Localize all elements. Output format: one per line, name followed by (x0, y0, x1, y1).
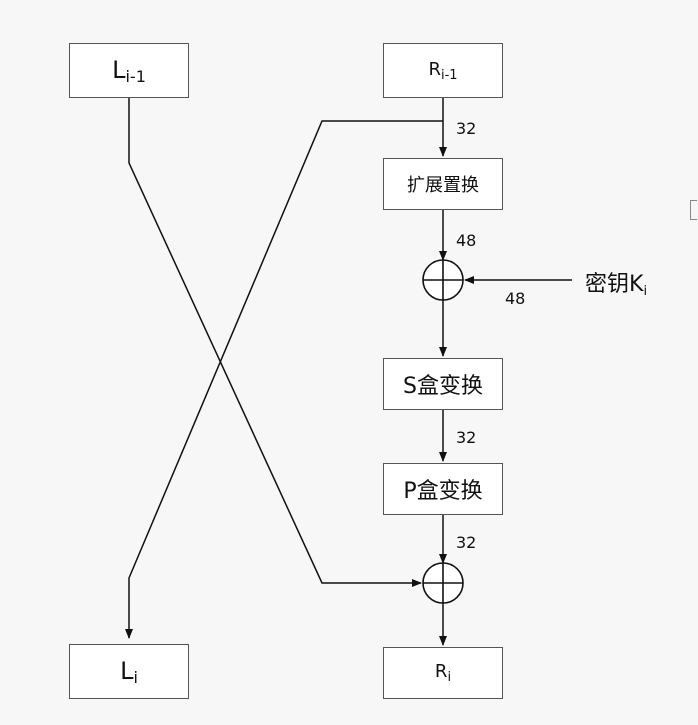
r-new-sub: i (447, 670, 452, 685)
bit-label-r-to-expansion: 32 (456, 119, 477, 138)
key-base: 密钥K (585, 272, 644, 297)
bit-label-sbox-to-pbox: 32 (456, 428, 477, 447)
key-label: 密钥Ki (585, 266, 647, 299)
bit-label-pbox-to-xor: 32 (456, 533, 477, 552)
expansion-label: 扩展置换 (407, 175, 479, 196)
l-new-sub: i (133, 667, 138, 687)
box-l-new: Li (69, 644, 189, 699)
xor-symbol-upper (422, 259, 464, 301)
sbox-label: S盒变换 (403, 374, 483, 399)
box-pbox: P盒变换 (383, 463, 503, 515)
l-new-base: L (120, 656, 134, 685)
xor-symbol-lower (422, 562, 464, 604)
box-r-new: Ri (383, 647, 503, 699)
bit-label-key-to-xor: 48 (505, 289, 526, 308)
arrow-r-prev-to-l-new (125, 120, 443, 639)
r-new-base: R (434, 661, 448, 682)
l-prev-sub: i-1 (125, 66, 146, 86)
box-r-prev: Ri-1 (383, 43, 503, 98)
arrow-l-prev-to-xor (128, 98, 422, 587)
bit-label-expansion-to-xor: 48 (456, 231, 477, 250)
pbox-label: P盒变换 (403, 479, 483, 504)
key-sub: i (643, 284, 648, 299)
r-prev-sub: i-1 (440, 67, 458, 83)
box-l-prev: Li-1 (69, 43, 189, 98)
box-expansion: 扩展置换 (383, 158, 503, 210)
r-prev-base: R (428, 58, 441, 80)
box-sbox: S盒变换 (383, 358, 503, 410)
l-prev-base: L (112, 55, 126, 84)
edge-artifact (690, 200, 697, 220)
